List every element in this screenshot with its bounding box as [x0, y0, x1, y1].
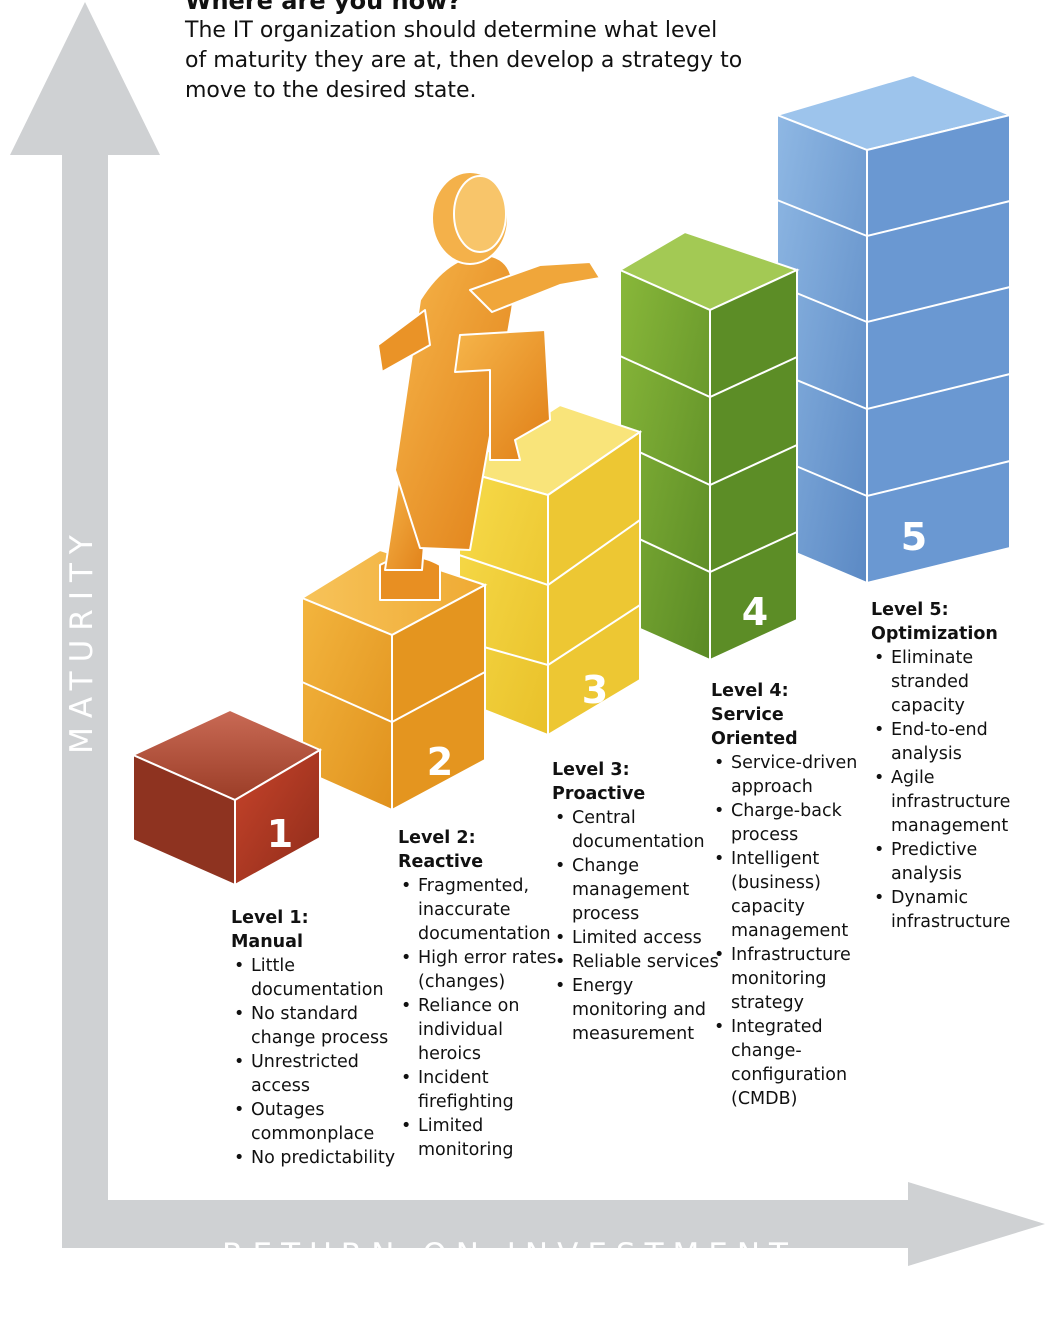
level-4-item: Integrated change-configuration (CMDB): [711, 1015, 876, 1111]
level-3-item: Reliable services: [552, 950, 722, 974]
heading-title: Where are you now?: [185, 0, 462, 15]
level-5-item: Predictive analysis: [871, 838, 1041, 886]
level-3-description: Level 3: Proactive Central documentation…: [552, 758, 722, 1046]
level-5-number: 5: [901, 515, 927, 559]
level-1-name: Manual: [231, 932, 303, 952]
level-5-item: Agile infrastructure management: [871, 766, 1041, 838]
level-1-description: Level 1: Manual Little documentation No …: [231, 906, 406, 1170]
level-1-item: Outages commonplace: [231, 1098, 406, 1146]
level-5-item: Eliminate stranded capacity: [871, 646, 1041, 718]
level-4-column: [617, 230, 800, 662]
level-5-description: Level 5: Optimization Eliminate stranded…: [871, 598, 1041, 934]
level-3-item: Change management process: [552, 854, 722, 926]
level-2-name: Reactive: [398, 852, 484, 872]
level-5-column: [773, 73, 1014, 585]
level-3-number: 3: [582, 668, 608, 712]
level-3-item: Energy monitoring and measurement: [552, 974, 722, 1046]
level-3-column: [456, 403, 643, 737]
level-4-description: Level 4: Service Oriented Service-driven…: [711, 679, 876, 1111]
level-3-item: Central documentation: [552, 806, 722, 854]
level-2-title: Level 2:: [398, 828, 476, 848]
level-2-column: [299, 548, 488, 812]
level-5-item: End-to-end analysis: [871, 718, 1041, 766]
level-2-number: 2: [427, 740, 453, 784]
level-1-item: No predictability: [231, 1146, 406, 1170]
level-1-item: Unrestricted access: [231, 1050, 406, 1098]
level-1-item: Little documentation: [231, 954, 406, 1002]
level-4-title: Level 4:: [711, 681, 789, 701]
level-5-title: Level 5:: [871, 600, 949, 620]
level-2-item: Reliance on individual heroics: [398, 994, 563, 1066]
level-2-item: High error rates (changes): [398, 946, 563, 994]
level-5-name: Optimization: [871, 624, 998, 644]
level-4-name: Service Oriented: [711, 705, 798, 749]
level-3-title: Level 3:: [552, 760, 630, 780]
heading-body: The IT organization should determine wha…: [185, 18, 743, 103]
level-1-title: Level 1:: [231, 908, 309, 928]
level-4-item: Service-driven approach: [711, 751, 876, 799]
level-2-description: Level 2: Reactive Fragmented, inaccurate…: [398, 826, 563, 1162]
level-2-item: Incident firefighting: [398, 1066, 563, 1114]
level-2-item: Fragmented, inaccurate documentation: [398, 874, 563, 946]
level-5-item: Dynamic infrastructure: [871, 886, 1041, 934]
level-4-number: 4: [742, 590, 768, 634]
level-2-item: Limited monitoring: [398, 1114, 563, 1162]
climbing-person-figure: [377, 171, 601, 601]
level-3-item: Limited access: [552, 926, 722, 950]
level-3-name: Proactive: [552, 784, 646, 804]
level-4-item: Infrastructure monitoring strategy: [711, 943, 876, 1015]
level-1-number: 1: [267, 812, 293, 856]
maturity-axis-label: MATURITY: [64, 526, 100, 754]
intro-heading: Where are you now? The IT organization s…: [185, 0, 745, 106]
level-1-item: No standard change process: [231, 1002, 406, 1050]
level-4-item: Intelligent (business) capacity manageme…: [711, 847, 876, 943]
roi-axis-arrow: [62, 1182, 1045, 1266]
level-1-cube: [130, 708, 323, 887]
roi-axis-label: RETURN ON INVESTMENT: [222, 1237, 797, 1273]
maturity-axis-arrow: [10, 2, 160, 1222]
level-4-item: Charge-back process: [711, 799, 876, 847]
